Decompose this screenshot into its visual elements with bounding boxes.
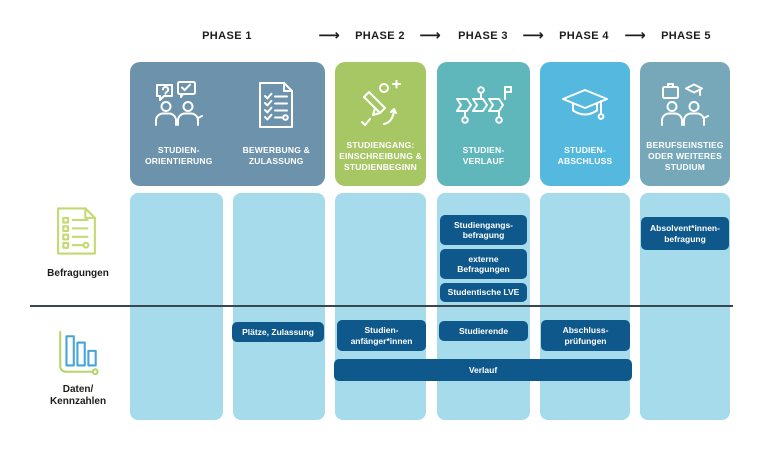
card-label: STUDIENGANG: EINSCHREIBUNG & STUDIENBEGI… bbox=[339, 139, 422, 172]
arrow-icon: ⟶ bbox=[522, 26, 544, 44]
phase3-card: STUDIEN- VERLAUF bbox=[437, 62, 530, 186]
pill-verlauf: Verlauf bbox=[334, 359, 632, 381]
survey-form-icon bbox=[56, 206, 98, 256]
card-bewerbung-zulassung: BEWERBUNG & ZULASSUNG bbox=[228, 62, 326, 186]
pill-studienanfaenger: Studien- anfänger*innen bbox=[337, 320, 426, 351]
graduation-cap-icon bbox=[560, 75, 610, 135]
phase2-card: STUDIENGANG: EINSCHREIBUNG & STUDIENBEGI… bbox=[335, 62, 426, 186]
card-label: STUDIEN- ABSCHLUSS bbox=[557, 145, 613, 166]
pill-studiengangsbefragung: Studiengangs- befragung bbox=[440, 215, 527, 245]
graduates-career-icon bbox=[659, 75, 711, 135]
card-studienabschluss: STUDIEN- ABSCHLUSS bbox=[540, 62, 630, 186]
pill-studierende: Studierende bbox=[439, 321, 528, 341]
arrow-icon: ⟶ bbox=[624, 26, 646, 44]
arrow-icon: ⟶ bbox=[318, 26, 340, 44]
pill-studentische-lve: Studentische LVE bbox=[440, 283, 527, 302]
pill-abschlusspruefungen: Abschluss- prüfungen bbox=[541, 320, 630, 351]
checklist-document-icon bbox=[256, 75, 296, 135]
phase-label-3: PHASE 3 bbox=[458, 30, 508, 42]
card-berufseinstieg: BERUFSEINSTIEG ODER WEITERES STUDIUM bbox=[640, 62, 730, 186]
phase-label-2: PHASE 2 bbox=[355, 30, 405, 42]
card-studienorientierung: STUDIEN- ORIENTIERUNG bbox=[130, 62, 228, 186]
befragungen-row-label: Befragungen bbox=[47, 268, 109, 279]
pill-plaetze-zulassung: Plätze, Zulassung bbox=[232, 322, 324, 342]
phase-label-4: PHASE 4 bbox=[559, 30, 609, 42]
pill-absolventinnenbefragung: Absolvent*innen- befragung bbox=[641, 217, 729, 250]
arrow-icon: ⟶ bbox=[419, 26, 441, 44]
pill-externe-befragungen: externe Befragungen bbox=[440, 249, 527, 279]
phase1-card: STUDIEN- ORIENTIERUNG BEWERBUNG & ZULASS… bbox=[130, 62, 325, 186]
phase-label-5: PHASE 5 bbox=[661, 30, 711, 42]
people-speech-bubbles-icon bbox=[153, 75, 205, 135]
daten-kennzahlen-row-label: Daten/ Kennzahlen bbox=[49, 384, 107, 407]
card-label: BEWERBUNG & ZULASSUNG bbox=[242, 145, 310, 166]
card-label: STUDIEN- VERLAUF bbox=[462, 145, 505, 166]
milestone-path-icon bbox=[455, 75, 513, 135]
card-label: STUDIEN- ORIENTIERUNG bbox=[144, 145, 213, 166]
phase-label-1: PHASE 1 bbox=[202, 30, 252, 42]
card-studiengang: STUDIENGANG: EINSCHREIBUNG & STUDIENBEGI… bbox=[335, 62, 426, 186]
card-studienverlauf: STUDIEN- VERLAUF bbox=[437, 62, 530, 186]
bar-chart-icon bbox=[56, 330, 102, 378]
phase5-card: BERUFSEINSTIEG ODER WEITERES STUDIUM bbox=[640, 62, 730, 186]
phase4-card: STUDIEN- ABSCHLUSS bbox=[540, 62, 630, 186]
row-divider bbox=[30, 305, 733, 307]
pencil-path-icon bbox=[357, 75, 405, 135]
card-label: BERUFSEINSTIEG ODER WEITERES STUDIUM bbox=[646, 139, 724, 172]
